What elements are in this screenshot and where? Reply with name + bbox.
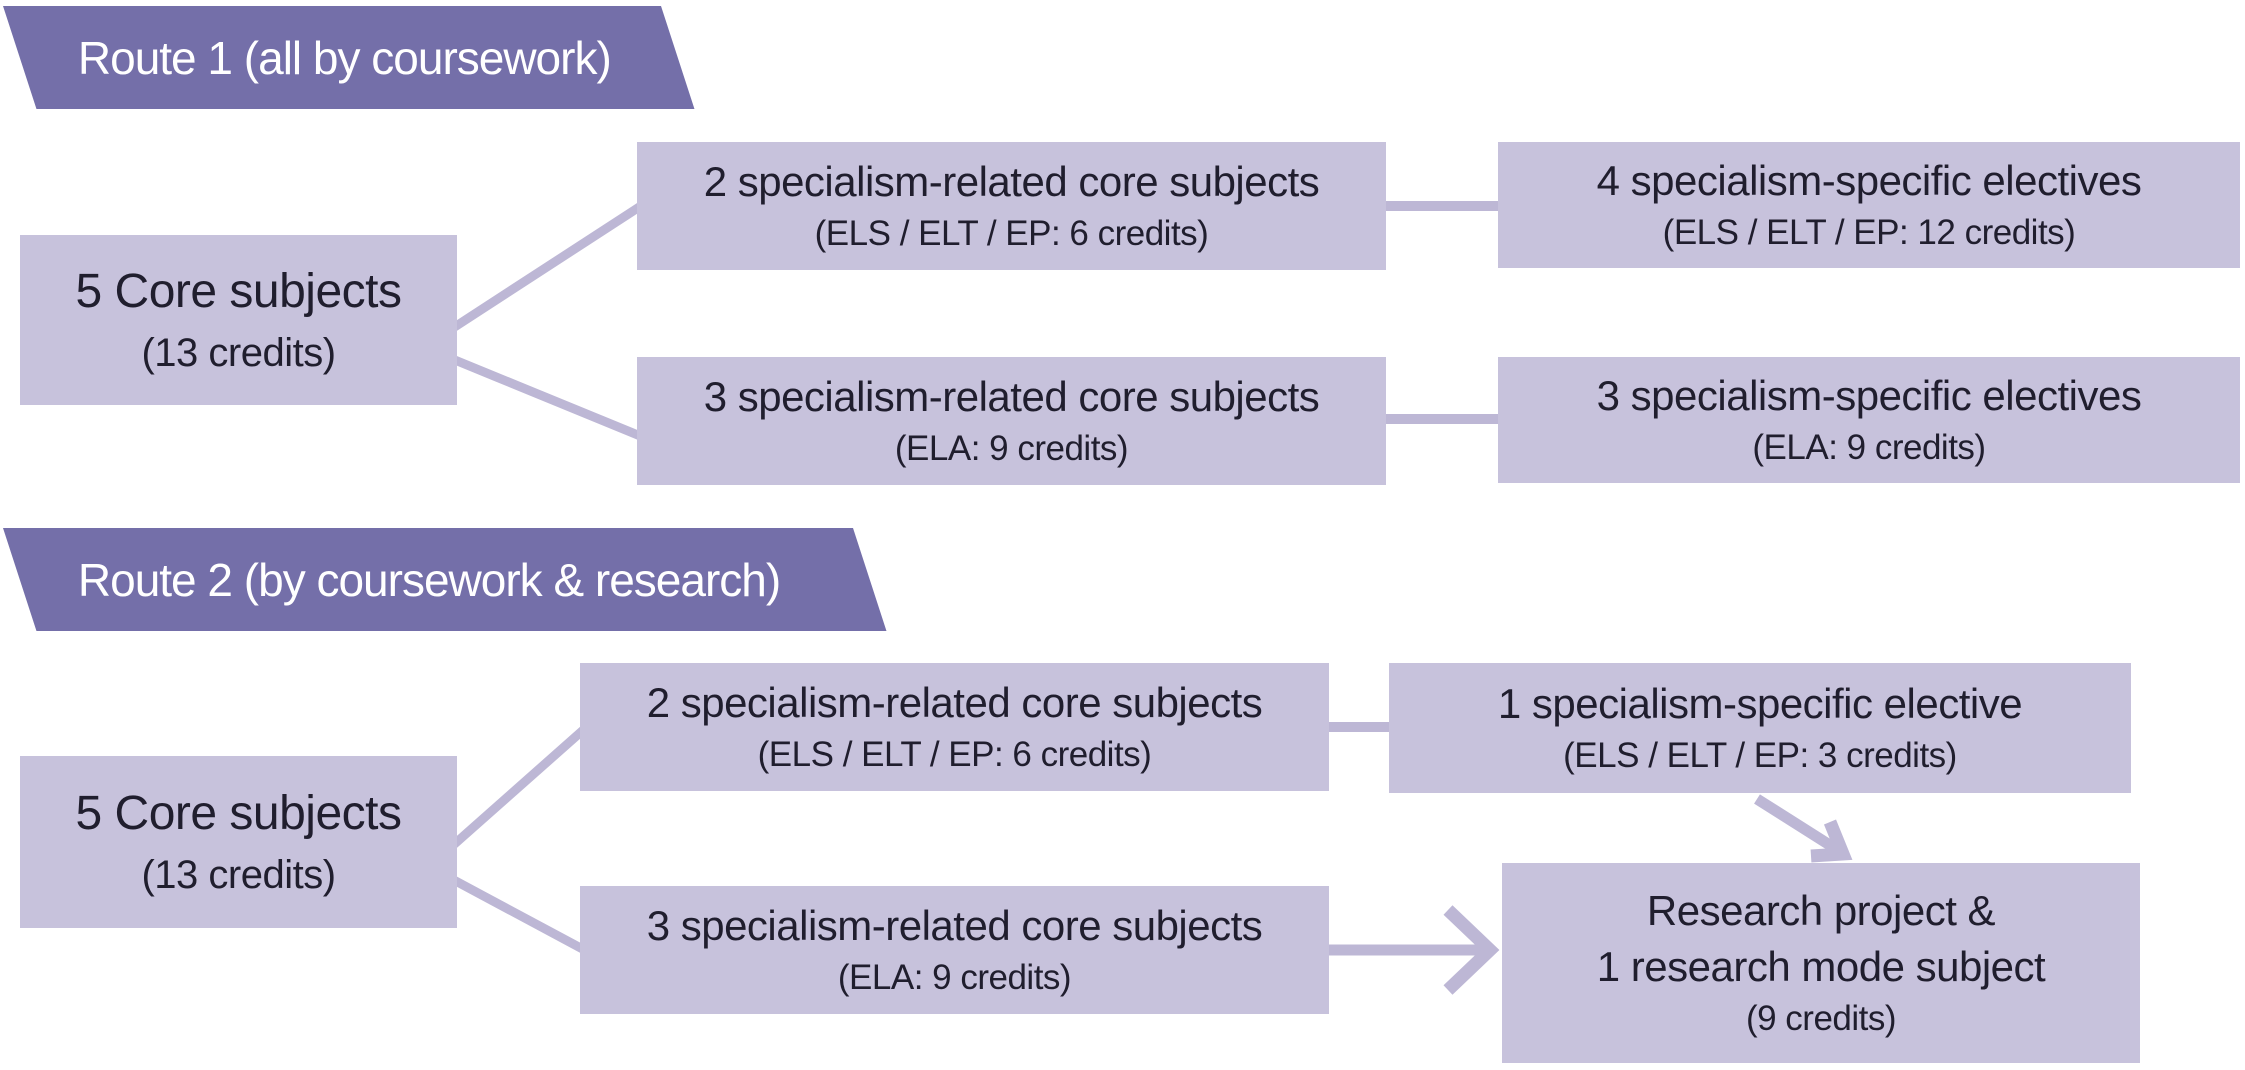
box-credits: (13 credits) xyxy=(141,331,336,375)
arrow-right-icon xyxy=(1326,905,1500,995)
box-credits: (ELS / ELT / EP: 12 credits) xyxy=(1662,213,2076,252)
route2-branch-box-els-elt-ep: 2 specialism-related core subjects (ELS … xyxy=(580,663,1329,791)
route1-upper-diagonal-connector xyxy=(447,196,653,334)
box-title: 4 specialism-specific electives xyxy=(1596,157,2142,204)
route2-lower-diagonal-connector xyxy=(447,874,593,957)
box-credits: (ELA: 9 credits) xyxy=(1752,428,1986,467)
box-title: 2 specialism-related core subjects xyxy=(646,679,1263,726)
box-credits: (ELS / ELT / EP: 6 credits) xyxy=(814,214,1209,253)
route2-banner: Route 2 (by coursework & research) xyxy=(3,528,887,631)
arrow-down-right-icon xyxy=(1754,794,1853,863)
box-title: 3 specialism-related core subjects xyxy=(703,373,1320,420)
box-title: 2 specialism-related core subjects xyxy=(703,158,1320,205)
box-credits: (9 credits) xyxy=(1745,999,1897,1038)
box-title: 5 Core subjects xyxy=(75,787,403,840)
route2-upper-diagonal-connector xyxy=(447,720,593,852)
box-title: 1 specialism-specific elective xyxy=(1497,680,2023,727)
box-title: 3 specialism-specific electives xyxy=(1596,372,2142,419)
box-title: 5 Core subjects xyxy=(75,265,403,318)
box-title: 3 specialism-related core subjects xyxy=(646,902,1263,949)
box-credits: (ELA: 9 credits) xyxy=(837,958,1072,997)
route2-banner-label: Route 2 (by coursework & research) xyxy=(77,553,781,606)
box-title: Research project & xyxy=(1646,887,1996,934)
route2-research-box: Research project & 1 research mode subje… xyxy=(1502,863,2140,1063)
route1-elective-box-ela: 3 specialism-specific electives (ELA: 9 … xyxy=(1498,357,2240,483)
route2-branch-box-ela: 3 specialism-related core subjects (ELA:… xyxy=(580,886,1329,1014)
box-credits: (ELS / ELT / EP: 6 credits) xyxy=(757,735,1152,774)
box-title-line2: 1 research mode subject xyxy=(1596,943,2046,990)
box-credits: (ELS / ELT / EP: 3 credits) xyxy=(1563,736,1957,775)
route1-branch-box-els-elt-ep: 2 specialism-related core subjects (ELS … xyxy=(637,142,1386,270)
route1-branch-box-ela: 3 specialism-related core subjects (ELA:… xyxy=(637,357,1386,485)
box-credits: (ELA: 9 credits) xyxy=(894,429,1129,468)
route2-core-subjects-box: 5 Core subjects (13 credits) xyxy=(20,756,457,928)
route1-core-subjects-box: 5 Core subjects (13 credits) xyxy=(20,235,457,405)
route1-banner: Route 1 (all by coursework) xyxy=(3,6,695,109)
route1-elective-box-els-elt-ep: 4 specialism-specific electives (ELS / E… xyxy=(1498,142,2240,268)
route1-lower-diagonal-connector xyxy=(448,353,652,445)
route2-elective-box: 1 specialism-specific elective (ELS / EL… xyxy=(1389,663,2131,793)
box-credits: (13 credits) xyxy=(141,853,336,897)
route1-banner-label: Route 1 (all by coursework) xyxy=(77,31,611,84)
